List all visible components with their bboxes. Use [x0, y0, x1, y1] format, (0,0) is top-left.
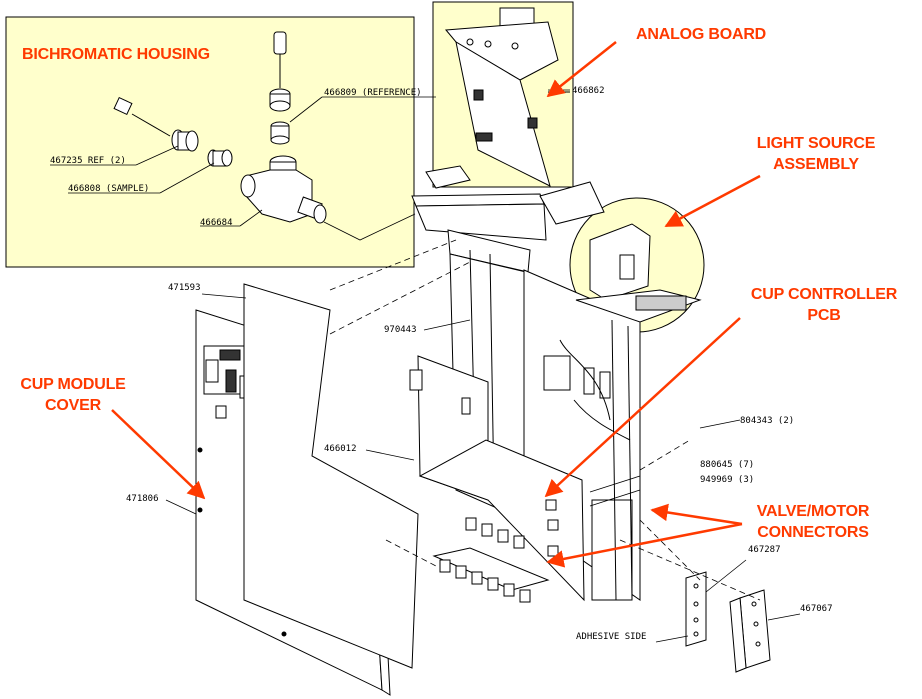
light-source-label-line2: ASSEMBLY — [773, 156, 859, 173]
analog-board — [444, 7, 570, 187]
callout-arrows — [111, 41, 761, 568]
bichromatic-housing-parts — [113, 31, 327, 224]
part-467067-label: 467067 — [800, 604, 833, 614]
part-466808-label: 466808 (SAMPLE) — [68, 184, 150, 194]
bichromatic-housing-label: BICHROMATIC HOUSING — [22, 46, 210, 63]
part-467235-label: 467235 REF (2) — [50, 156, 126, 166]
light-source-parts — [575, 223, 702, 323]
cup-controller-label-line2: PCB — [807, 307, 841, 324]
part-467287-label: 467287 — [748, 545, 781, 555]
part-804343-label: 804343 (2) — [740, 416, 795, 426]
gasket — [243, 283, 419, 669]
valve-motor-label-line2: CONNECTORS — [757, 524, 869, 541]
bracket-parts — [685, 571, 771, 673]
bichromatic-inset-box — [5, 16, 415, 268]
cup-module-cover-label-line2: COVER — [45, 397, 101, 414]
part-466862-label: 466862 — [572, 86, 605, 96]
adhesive-side-label: ADHESIVE SIDE — [576, 632, 647, 642]
part-466684-label: 466684 — [200, 218, 233, 228]
part-949969-label: 949969 (3) — [700, 475, 755, 485]
part-471806-label: 471806 — [126, 494, 159, 504]
cup-module-cover-label-line1: CUP MODULE — [20, 376, 126, 393]
valve-motor-label-line1: VALVE/MOTOR — [756, 503, 870, 520]
assembly-dashed-lines — [329, 239, 761, 601]
cup-controller-label-line1: CUP CONTROLLER — [750, 286, 898, 303]
part-880645-label: 880645 (7) — [700, 460, 755, 470]
bichromatic-leader-lines — [50, 96, 436, 241]
light-source-label-line1: LIGHT SOURCE — [756, 135, 876, 152]
part-466012-label: 466012 — [324, 444, 357, 454]
part-471593-label: 471593 — [168, 283, 201, 293]
valve-motor-connectors — [432, 517, 550, 603]
analog-board-label: ANALOG BOARD — [636, 26, 767, 43]
part-466809-label: 466809 (REFERENCE) — [324, 88, 422, 98]
part-970443-label: 970443 — [384, 325, 417, 335]
